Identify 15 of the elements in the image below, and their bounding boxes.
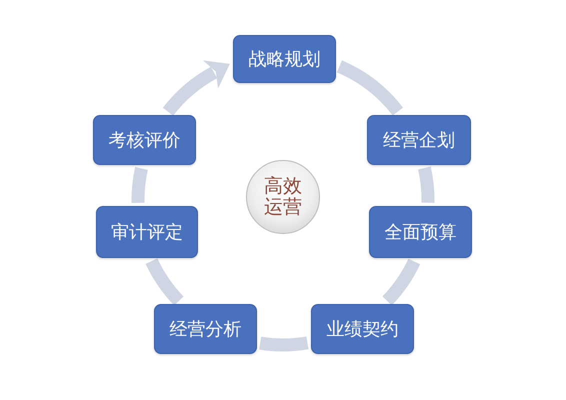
process-box: 经营分析 <box>154 304 257 354</box>
ring-segment <box>382 258 420 306</box>
process-box: 经营企划 <box>367 115 471 165</box>
center-circle: 高效运营 <box>246 160 320 234</box>
ring-segment <box>146 258 184 306</box>
process-box: 全面预算 <box>369 206 472 258</box>
arrow <box>163 60 230 116</box>
ring-segment <box>132 167 148 203</box>
ring-segment <box>259 336 308 352</box>
process-box: 战略规划 <box>233 35 336 83</box>
ring-segment <box>336 60 403 116</box>
process-box: 业绩契约 <box>311 304 414 354</box>
process-box: 审计评定 <box>96 206 198 258</box>
process-box: 考核评价 <box>93 115 196 165</box>
ring-segment <box>418 166 434 203</box>
